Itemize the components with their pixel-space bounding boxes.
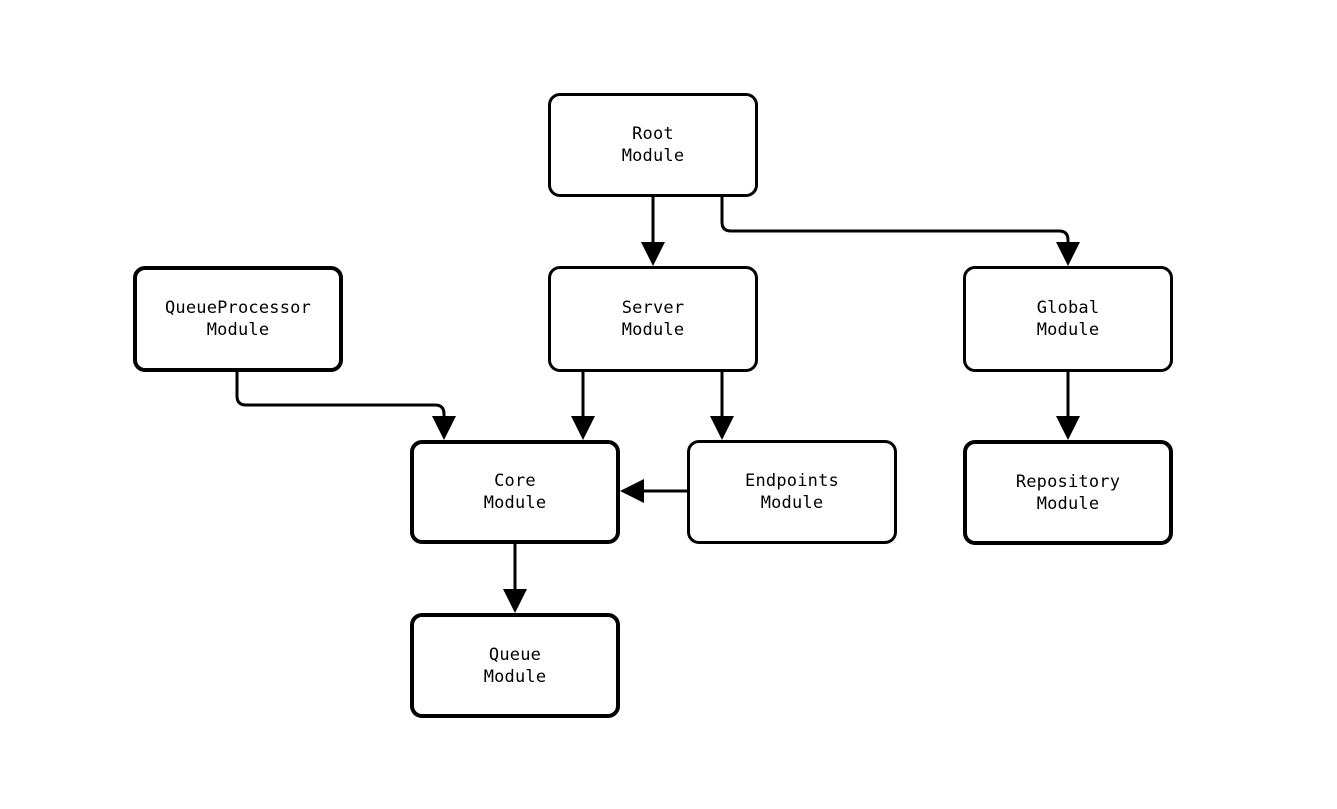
node-queueprocessor-module[interactable]: QueueProcessor Module <box>133 266 343 372</box>
node-queue-module[interactable]: Queue Module <box>410 613 620 718</box>
node-repository-module-label: Repository Module <box>1015 471 1121 514</box>
edge-root-to-server <box>641 197 665 266</box>
edge-root-to-global <box>720 197 1080 266</box>
node-core-module[interactable]: Core Module <box>410 440 620 544</box>
node-global-module-label: Global Module <box>1036 298 1100 340</box>
node-endpoints-module[interactable]: Endpoints Module <box>687 440 897 544</box>
edge-core-to-queue <box>503 544 527 613</box>
node-root-module-label: Root Module <box>621 124 685 166</box>
node-root-module[interactable]: Root Module <box>548 93 758 197</box>
node-core-module-label: Core Module <box>483 471 547 513</box>
edge-global-to-repository <box>1056 372 1080 440</box>
edge-endpoints-to-core <box>620 479 687 503</box>
node-server-module[interactable]: Server Module <box>548 266 758 372</box>
node-queue-module-label: Queue Module <box>483 644 547 687</box>
edge-queueprocessor-to-core <box>235 372 456 440</box>
node-repository-module[interactable]: Repository Module <box>963 440 1173 545</box>
node-endpoints-module-label: Endpoints Module <box>745 471 839 513</box>
edge-server-to-endpoints <box>710 372 734 440</box>
node-queueprocessor-module-label: QueueProcessor Module <box>164 298 312 340</box>
node-server-module-label: Server Module <box>621 298 685 340</box>
node-global-module[interactable]: Global Module <box>963 266 1173 372</box>
edge-server-to-core <box>571 372 595 440</box>
